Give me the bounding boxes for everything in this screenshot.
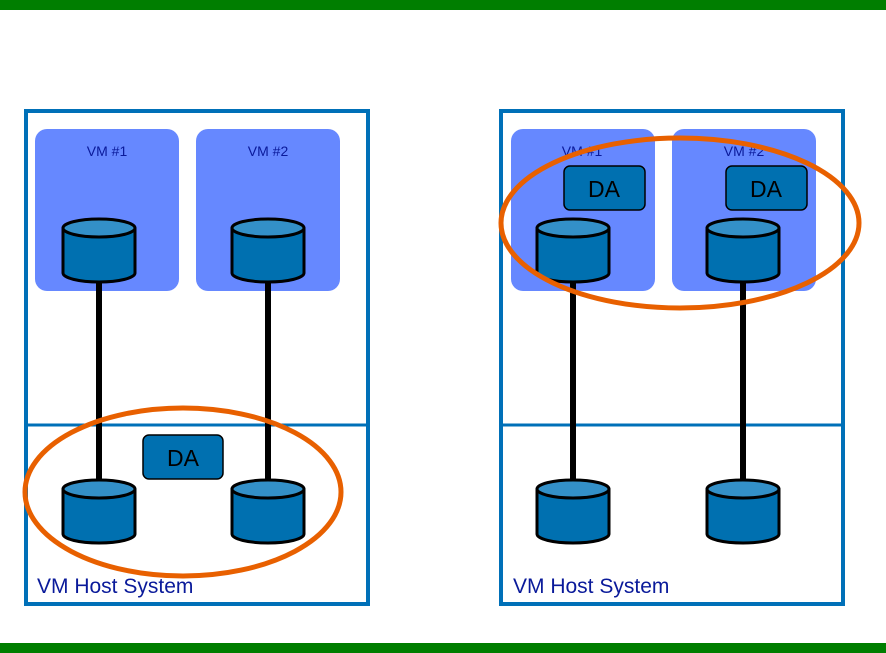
vm-1-label: VM #1 bbox=[87, 143, 128, 159]
highlight-ellipse-vms bbox=[498, 135, 862, 311]
left-diagram: VM #1 VM #2 DA VM Host System bbox=[22, 109, 370, 606]
vm-1-da-agent-label: DA bbox=[588, 176, 621, 202]
top-band bbox=[0, 0, 886, 10]
bottom-band bbox=[0, 643, 886, 653]
vm-2-label: VM #2 bbox=[248, 143, 289, 159]
host-system-label: VM Host System bbox=[513, 575, 669, 598]
host-da-agent-box bbox=[142, 434, 224, 480]
host-disk-2-icon bbox=[705, 478, 781, 545]
host-disk-1-icon bbox=[535, 478, 611, 545]
vm-1-da-agent-box bbox=[563, 165, 646, 211]
vm-2-virtual-disk-icon bbox=[705, 217, 781, 284]
vm-1-virtual-disk-icon bbox=[535, 217, 611, 284]
host-system-label: VM Host System bbox=[37, 575, 193, 598]
vm-2-da-agent-label: DA bbox=[750, 176, 783, 202]
highlight-ellipse-host bbox=[22, 405, 344, 579]
host-disk-2-icon bbox=[230, 478, 306, 545]
vm-2-da-agent-box bbox=[725, 165, 808, 211]
vm-2-virtual-disk-icon bbox=[230, 217, 306, 284]
host-da-agent-label: DA bbox=[167, 445, 200, 471]
vm-1-virtual-disk-icon bbox=[61, 217, 137, 284]
right-diagram: VM #1 VM #2 DA DA VM Host System bbox=[498, 109, 862, 606]
host-disk-1-icon bbox=[61, 478, 137, 545]
